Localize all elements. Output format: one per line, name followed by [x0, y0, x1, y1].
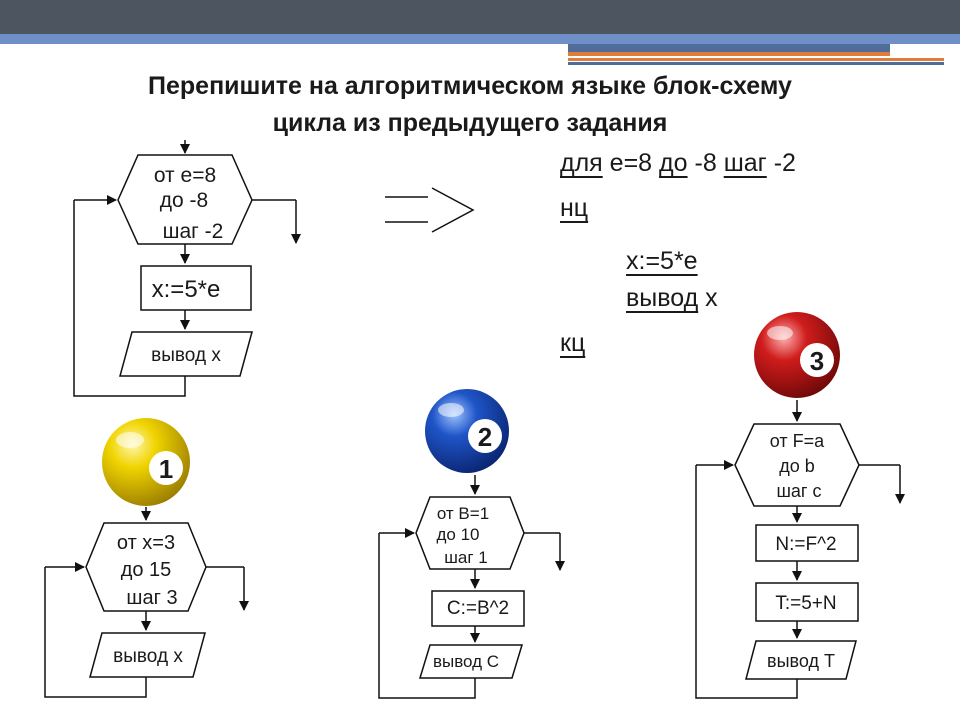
loop-hexagon	[117, 154, 253, 245]
ex3-assign1-text: N:=F^2	[775, 534, 836, 555]
ex3-loop-line-1: от F=a	[770, 431, 825, 451]
val-step: -2	[773, 149, 796, 177]
out-var: x	[705, 284, 718, 312]
ex2-loop-line-2: до 10	[436, 525, 479, 544]
kw-to: до	[659, 149, 688, 177]
ex1-loop-line-3: шаг 3	[126, 587, 177, 609]
ball-3-number: 3	[810, 346, 824, 376]
kw-for: для	[560, 149, 603, 177]
ball-1-icon: 1	[102, 418, 190, 506]
main-loop-line-1: от е=8	[154, 164, 216, 187]
main-flowchart	[73, 140, 301, 397]
ex1-loop-line-1: от x=3	[117, 532, 175, 554]
main-loop-line-3: шаг -2	[163, 220, 224, 243]
assign-block	[140, 265, 252, 311]
ex3-output-text: вывод T	[767, 651, 835, 671]
top-band	[0, 34, 960, 44]
ball-2-icon: 2	[425, 389, 509, 473]
decor-stripe	[568, 52, 890, 56]
ex3-loop-line-2: до b	[779, 456, 815, 476]
alg-header: для е=8 до -8 шаг -2	[560, 148, 796, 178]
ball-1-number: 1	[159, 454, 173, 484]
ex2-output-text: вывод C	[433, 652, 499, 671]
ball-3-icon: 3	[754, 312, 840, 398]
ex2-assign-block	[431, 590, 525, 627]
decor-stripe	[568, 62, 944, 65]
ball-2-number: 2	[478, 422, 492, 452]
ex2-loop-line-1: от B=1	[437, 504, 489, 523]
decor-stripe	[568, 58, 944, 61]
main-assign-text: x:=5*e	[152, 276, 221, 303]
kw-begin: нц	[560, 194, 589, 222]
decor-stripe	[568, 44, 890, 52]
ex3-output-block	[745, 640, 857, 680]
ex2-loop-hexagon	[415, 496, 525, 570]
ex1-output-block	[89, 632, 206, 678]
flowchart-2	[378, 475, 565, 699]
kw-step: шаг	[723, 149, 767, 177]
ex2-assign-text: C:=B^2	[447, 598, 509, 619]
val-to: -8	[694, 149, 717, 177]
ex3-assign2-text: T:=5+N	[775, 593, 836, 614]
alg-stmt-assign: x:=5*e	[626, 247, 698, 275]
implies-arrow-icon	[385, 187, 475, 233]
ex3-assign2-block	[755, 582, 859, 622]
main-loop-line-2: до -8	[160, 189, 208, 212]
flowchart-3	[695, 400, 905, 699]
ex3-loop-line-3: шаг c	[776, 481, 821, 501]
title-line-2: цикла из предыдущего задания	[272, 109, 668, 137]
top-bar	[0, 0, 960, 34]
kw-end: кц	[560, 329, 586, 357]
ex3-loop-hexagon	[734, 423, 860, 507]
ex3-assign1-block	[755, 524, 859, 562]
kw-output: вывод	[626, 284, 699, 312]
flowchart-1	[44, 507, 249, 698]
var-e: е=8	[609, 149, 653, 177]
title-line-1: Перепишите на алгоритмическом языке блок…	[148, 72, 792, 100]
ex2-loop-line-3: шаг 1	[444, 548, 487, 567]
ex2-output-block	[418, 644, 524, 679]
main-output-text: вывод x	[151, 345, 221, 366]
slide-title: Перепишите на алгоритмическом языке блок…	[30, 68, 910, 142]
alg-stmt-output: вывод x	[626, 283, 718, 313]
ex1-loop-hexagon	[85, 522, 207, 612]
ex1-loop-line-2: до 15	[121, 559, 172, 581]
ex1-output-text: вывод x	[113, 646, 183, 667]
output-block	[119, 331, 253, 377]
